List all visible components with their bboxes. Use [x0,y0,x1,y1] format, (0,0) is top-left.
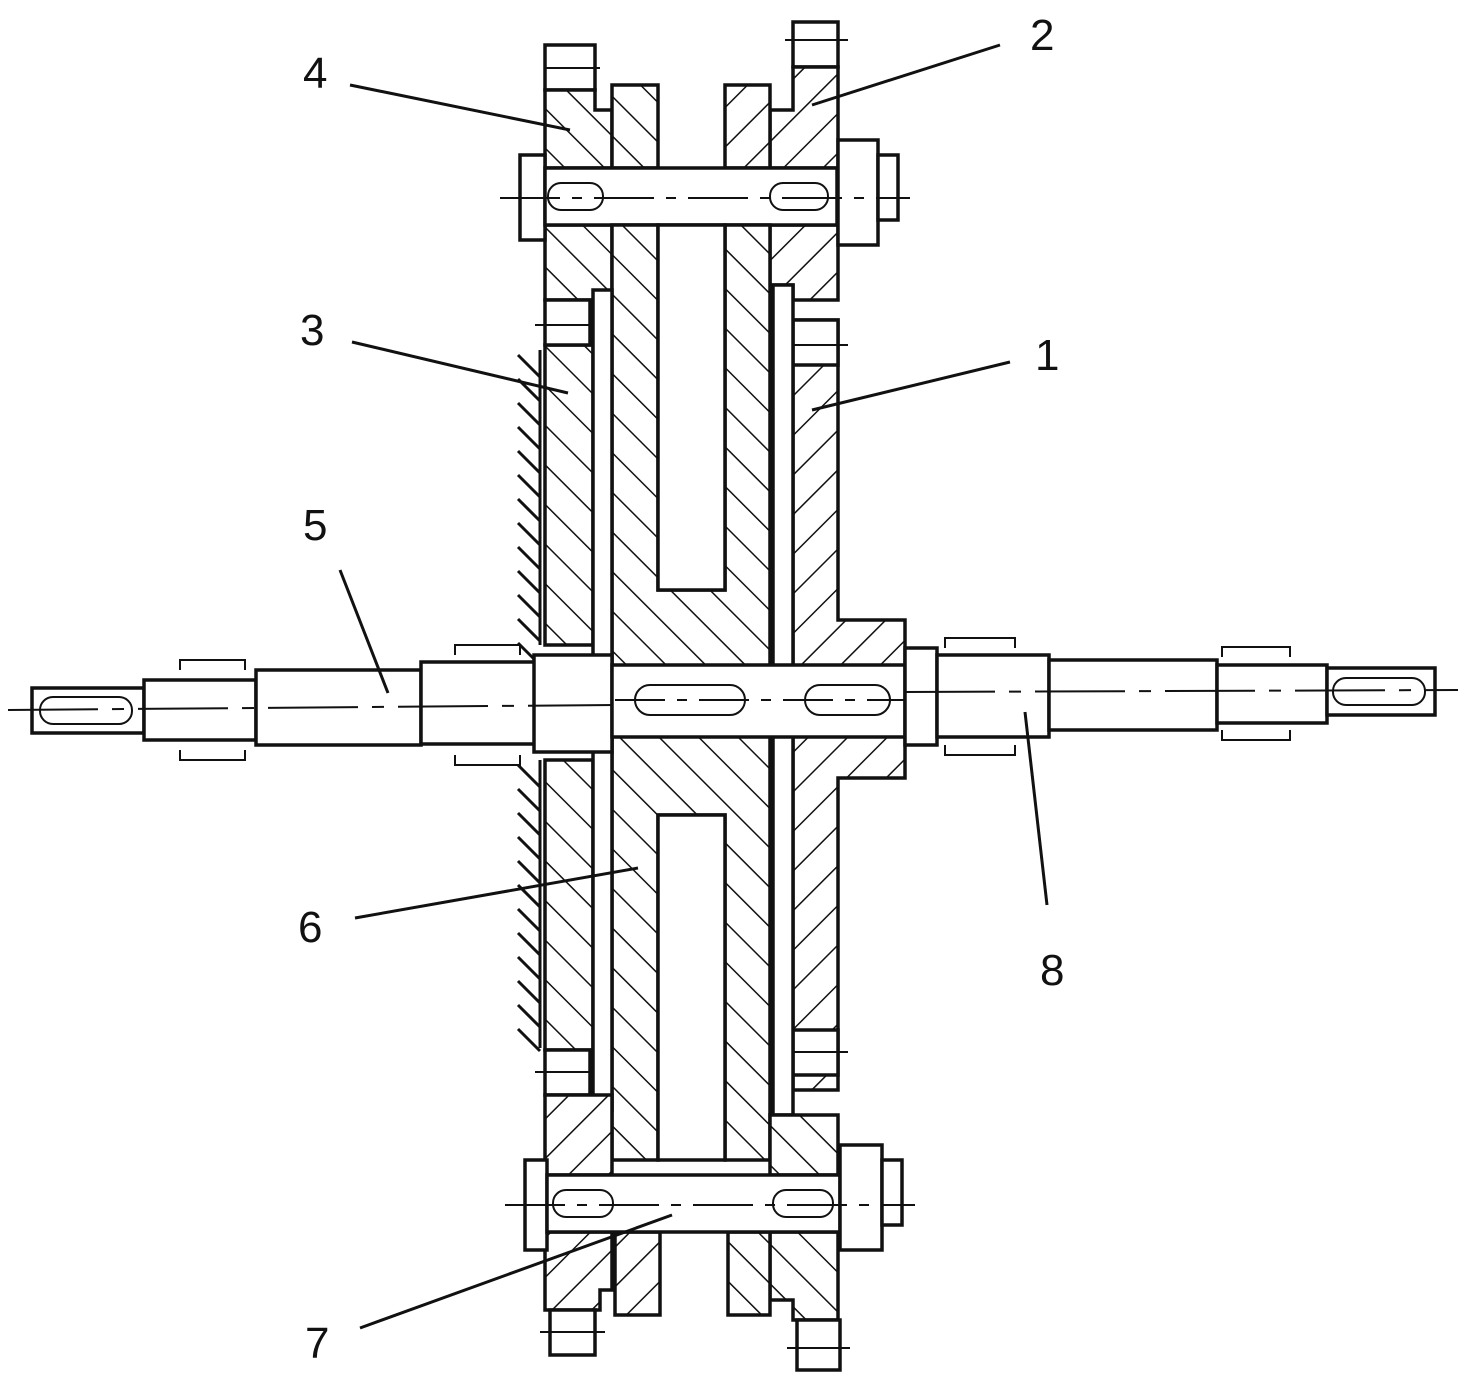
ground-hatch-mark [516,763,542,789]
right-shaft-part-8 [904,637,1459,756]
ground-hatch-mark [516,425,542,451]
bottom-bolt-part-7 [505,1143,915,1252]
ground-hatch-mark [516,979,542,1005]
callout-8: 8 [1040,946,1064,995]
ground-hatch-mark [516,835,542,861]
callout-labels: 4 2 3 1 5 6 8 7 [298,11,1064,1368]
ground-hatch-mark [516,617,542,643]
ground-hatch-mark [516,353,542,379]
ground-hatch-mark [516,1003,542,1029]
ground-hatch-mark [516,907,542,933]
ground-hatch-mark [516,569,542,595]
callout-1: 1 [1035,331,1059,380]
ground-hatch-mark [516,931,542,957]
callout-7: 7 [305,1319,329,1368]
ground-hatch-mark [516,401,542,427]
left-wall-ground-marks [516,350,542,1053]
callout-6: 6 [298,903,322,952]
ground-hatch-mark [516,955,542,981]
ground-hatch-mark [516,811,542,837]
ground-hatch-mark [516,497,542,523]
ground-hatch-mark [516,593,542,619]
top-inner-rings [610,83,772,170]
ground-hatch-mark [516,1027,542,1053]
left-plate-part-3 [535,298,600,1097]
ground-hatch-mark [516,473,542,499]
top-bolt [500,138,910,247]
top-left-flange-part-4 [543,43,614,302]
callout-5: 5 [303,501,327,550]
ground-hatch-mark [516,859,542,885]
left-shaft-part-5 [7,644,616,766]
ground-hatch-mark [516,449,542,475]
callout-3: 3 [300,306,324,355]
ground-hatch-mark [516,545,542,571]
callout-4: 4 [303,49,327,98]
center-hub-key [610,646,939,747]
ground-hatch-mark [516,521,542,547]
callout-2: 2 [1030,11,1054,60]
leader-lines [338,43,1049,1330]
ground-hatch-mark [516,787,542,813]
